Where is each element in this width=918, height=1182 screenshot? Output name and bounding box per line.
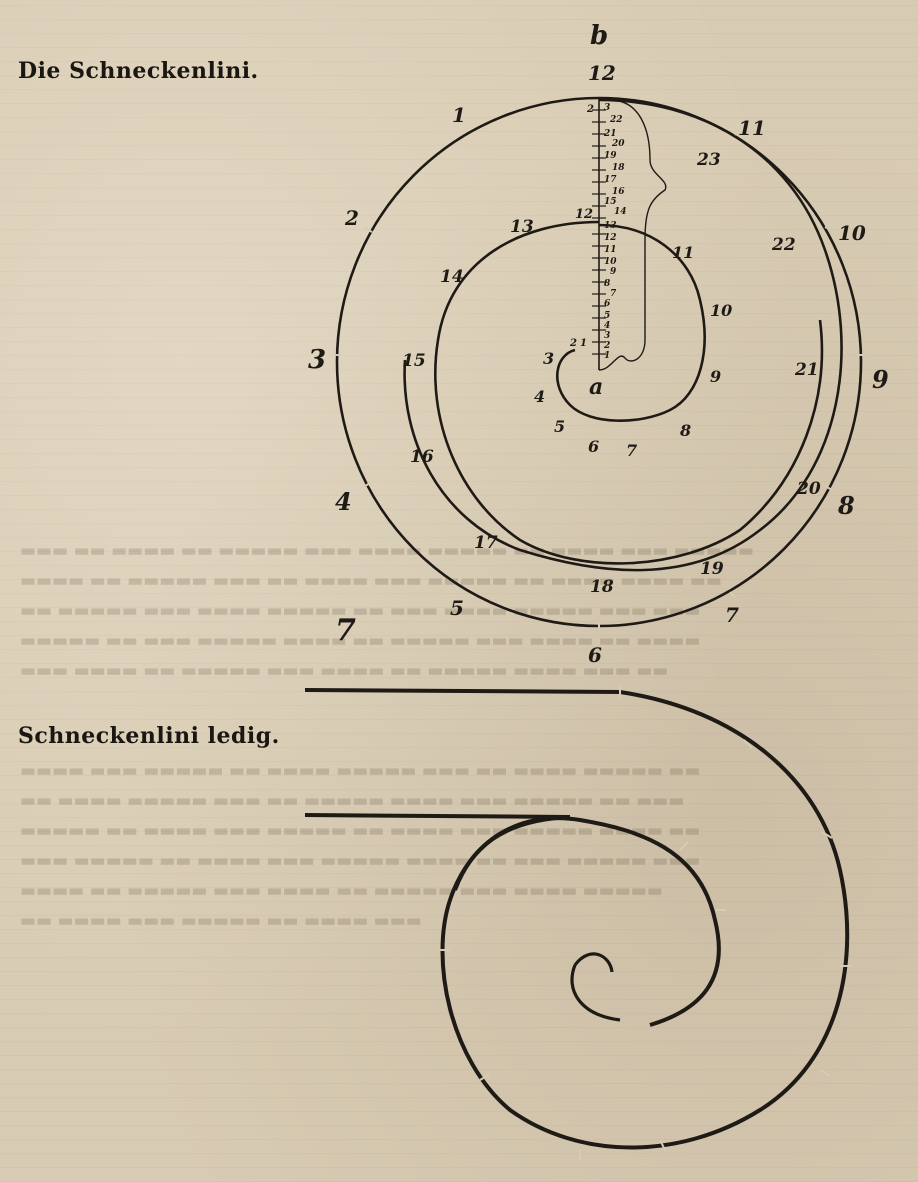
svg-text:11: 11 — [738, 116, 766, 140]
svg-text:22: 22 — [771, 235, 796, 255]
svg-text:19: 19 — [700, 559, 724, 579]
svg-text:2: 2 — [569, 338, 577, 349]
svg-text:14: 14 — [614, 207, 627, 217]
svg-text:3: 3 — [543, 349, 554, 368]
svg-text:13: 13 — [510, 217, 534, 237]
svg-text:1: 1 — [452, 103, 466, 127]
svg-text:2: 2 — [603, 341, 610, 351]
svg-text:4: 4 — [534, 387, 545, 406]
svg-text:8: 8 — [679, 421, 691, 440]
svg-text:2: 2 — [344, 206, 359, 230]
inner-ring-labels: 11 10 9 8 7 6 5 4 3 — [534, 243, 732, 460]
svg-text:9: 9 — [710, 367, 721, 386]
svg-text:7: 7 — [335, 613, 356, 648]
svg-text:8: 8 — [837, 491, 855, 520]
figure2-spiral — [304, 688, 850, 1150]
svg-text:10: 10 — [838, 221, 866, 245]
second-ring-labels: 13 14 15 16 17 18 19 20 21 22 23 — [402, 150, 821, 597]
svg-text:13: 13 — [604, 221, 617, 231]
svg-text:20: 20 — [611, 139, 625, 149]
svg-text:10: 10 — [604, 257, 617, 267]
figure1-title: Die Schneckenlini. — [18, 58, 259, 84]
svg-text:4: 4 — [604, 321, 610, 331]
svg-text:7: 7 — [626, 441, 637, 460]
svg-text:15: 15 — [604, 197, 617, 207]
ring-tick-marks — [334, 128, 865, 630]
folio-letter: b — [590, 21, 608, 51]
svg-text:15: 15 — [402, 351, 426, 371]
scale-labels-right: 3 22 21 20 19 18 17 16 15 14 13 12 11 10… — [603, 103, 627, 361]
svg-text:17: 17 — [474, 533, 498, 553]
svg-text:23: 23 — [696, 150, 721, 170]
svg-text:5: 5 — [450, 596, 464, 620]
svg-text:9: 9 — [610, 267, 617, 277]
figure2-tick-marks — [438, 686, 852, 1160]
figure2-title: Schneckenlini ledig. — [18, 723, 280, 749]
svg-text:3: 3 — [308, 345, 326, 375]
svg-text:12: 12 — [575, 207, 593, 222]
svg-text:18: 18 — [612, 163, 625, 173]
svg-text:5: 5 — [554, 417, 565, 436]
svg-text:21: 21 — [603, 129, 617, 139]
svg-text:7: 7 — [725, 603, 739, 627]
svg-text:16: 16 — [612, 187, 625, 197]
svg-text:20: 20 — [796, 479, 821, 499]
svg-text:4: 4 — [335, 487, 352, 516]
central-scale — [592, 98, 667, 371]
svg-text:12: 12 — [604, 233, 617, 243]
svg-text:3: 3 — [604, 331, 610, 341]
svg-text:2: 2 — [586, 104, 594, 115]
svg-text:6: 6 — [588, 643, 602, 667]
svg-text:12: 12 — [588, 61, 616, 85]
svg-text:22: 22 — [609, 115, 623, 125]
scale-labels-left: 2 12 2 1 — [569, 104, 594, 349]
svg-text:1: 1 — [580, 338, 587, 349]
svg-text:9: 9 — [872, 365, 889, 394]
svg-text:21: 21 — [794, 360, 819, 380]
svg-text:6: 6 — [604, 299, 611, 309]
svg-text:16: 16 — [410, 447, 434, 467]
svg-text:18: 18 — [590, 577, 614, 597]
center-label: a — [589, 374, 603, 400]
svg-text:8: 8 — [604, 279, 611, 289]
svg-text:19: 19 — [604, 151, 617, 161]
svg-text:5: 5 — [604, 311, 610, 321]
outer-ring-labels: 12 1 2 3 4 5 6 7 7 8 9 10 11 — [308, 61, 889, 667]
svg-text:3: 3 — [604, 103, 610, 113]
svg-text:11: 11 — [672, 243, 694, 262]
svg-text:17: 17 — [604, 175, 617, 185]
svg-text:14: 14 — [440, 267, 464, 287]
svg-text:11: 11 — [604, 245, 617, 255]
svg-text:7: 7 — [610, 289, 617, 299]
svg-text:6: 6 — [588, 437, 599, 456]
svg-text:1: 1 — [604, 351, 610, 361]
svg-text:10: 10 — [710, 301, 732, 320]
